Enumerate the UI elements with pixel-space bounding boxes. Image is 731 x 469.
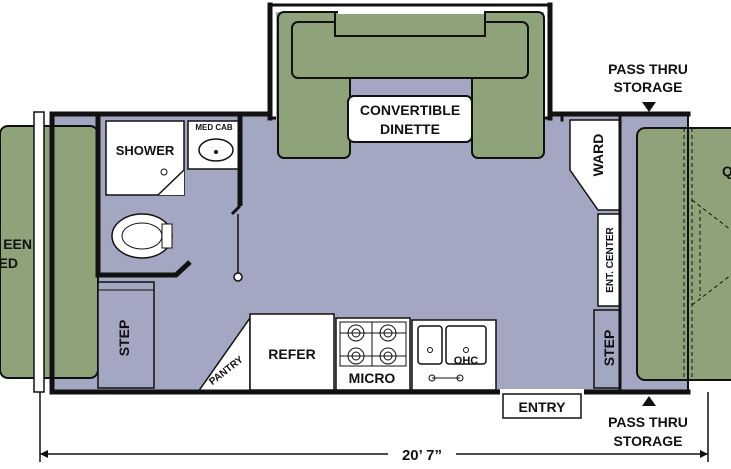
pass-thru-top-line1: PASS THRU <box>608 61 688 77</box>
pass-thru-bottom-line1: PASS THRU <box>608 414 688 430</box>
pass-thru-storage-top: PASS THRU STORAGE <box>608 61 688 112</box>
left-step: STEP <box>97 281 155 389</box>
entry-label-box <box>502 393 582 419</box>
entry-label: ENTRY <box>519 399 567 415</box>
refer-label: REFER <box>268 346 315 362</box>
left-queen-bed: EEN ED <box>0 111 99 462</box>
dinette-label-line1: CONVERTIBLE <box>360 102 460 118</box>
ward-label: WARD <box>590 134 606 177</box>
left-bed-label-line1: EEN <box>3 236 32 252</box>
shower-label: SHOWER <box>116 143 175 158</box>
wardrobe: WARD <box>569 119 621 211</box>
micro-label: MICRO <box>349 370 396 386</box>
pass-thru-bottom-line2: STORAGE <box>614 433 683 449</box>
pass-thru-top-line2: STORAGE <box>614 79 683 95</box>
ent-center-label: ENT. CENTER <box>605 226 616 292</box>
right-step: STEP <box>593 309 621 389</box>
sink-basin-right <box>445 325 487 365</box>
length-label: 20’ 7” <box>402 447 442 464</box>
entertainment-center: ENT. CENTER <box>597 213 621 307</box>
left-bed-label-line2: ED <box>0 255 18 271</box>
sink-basin-left <box>417 325 443 365</box>
right-step-label: STEP <box>601 330 617 367</box>
refrigerator <box>249 313 335 391</box>
dinette-slideout: CONVERTIBLE DINETTE <box>268 3 552 160</box>
right-bed-label: Q <box>722 163 731 179</box>
arrow-down-icon <box>642 102 656 112</box>
right-queen-bed: Q <box>636 127 731 462</box>
arrow-up-icon <box>642 396 656 406</box>
dinette-label-box <box>347 95 473 143</box>
bathroom: SHOWER MED CAB <box>95 116 248 282</box>
entry-door: ENTRY <box>500 389 584 419</box>
pass-thru-storage-bottom: PASS THRU STORAGE <box>608 396 688 449</box>
left-step-label: STEP <box>116 320 132 357</box>
stove-burners <box>339 321 407 367</box>
length-dimension: 20’ 7” <box>40 444 708 464</box>
med-cab-label: MED CAB <box>195 123 233 132</box>
ohc-label: OHC <box>454 355 479 367</box>
dinette-label-line2: DINETTE <box>380 121 440 137</box>
kitchen-counter: PANTRY REFER MICRO OHC <box>196 313 497 393</box>
